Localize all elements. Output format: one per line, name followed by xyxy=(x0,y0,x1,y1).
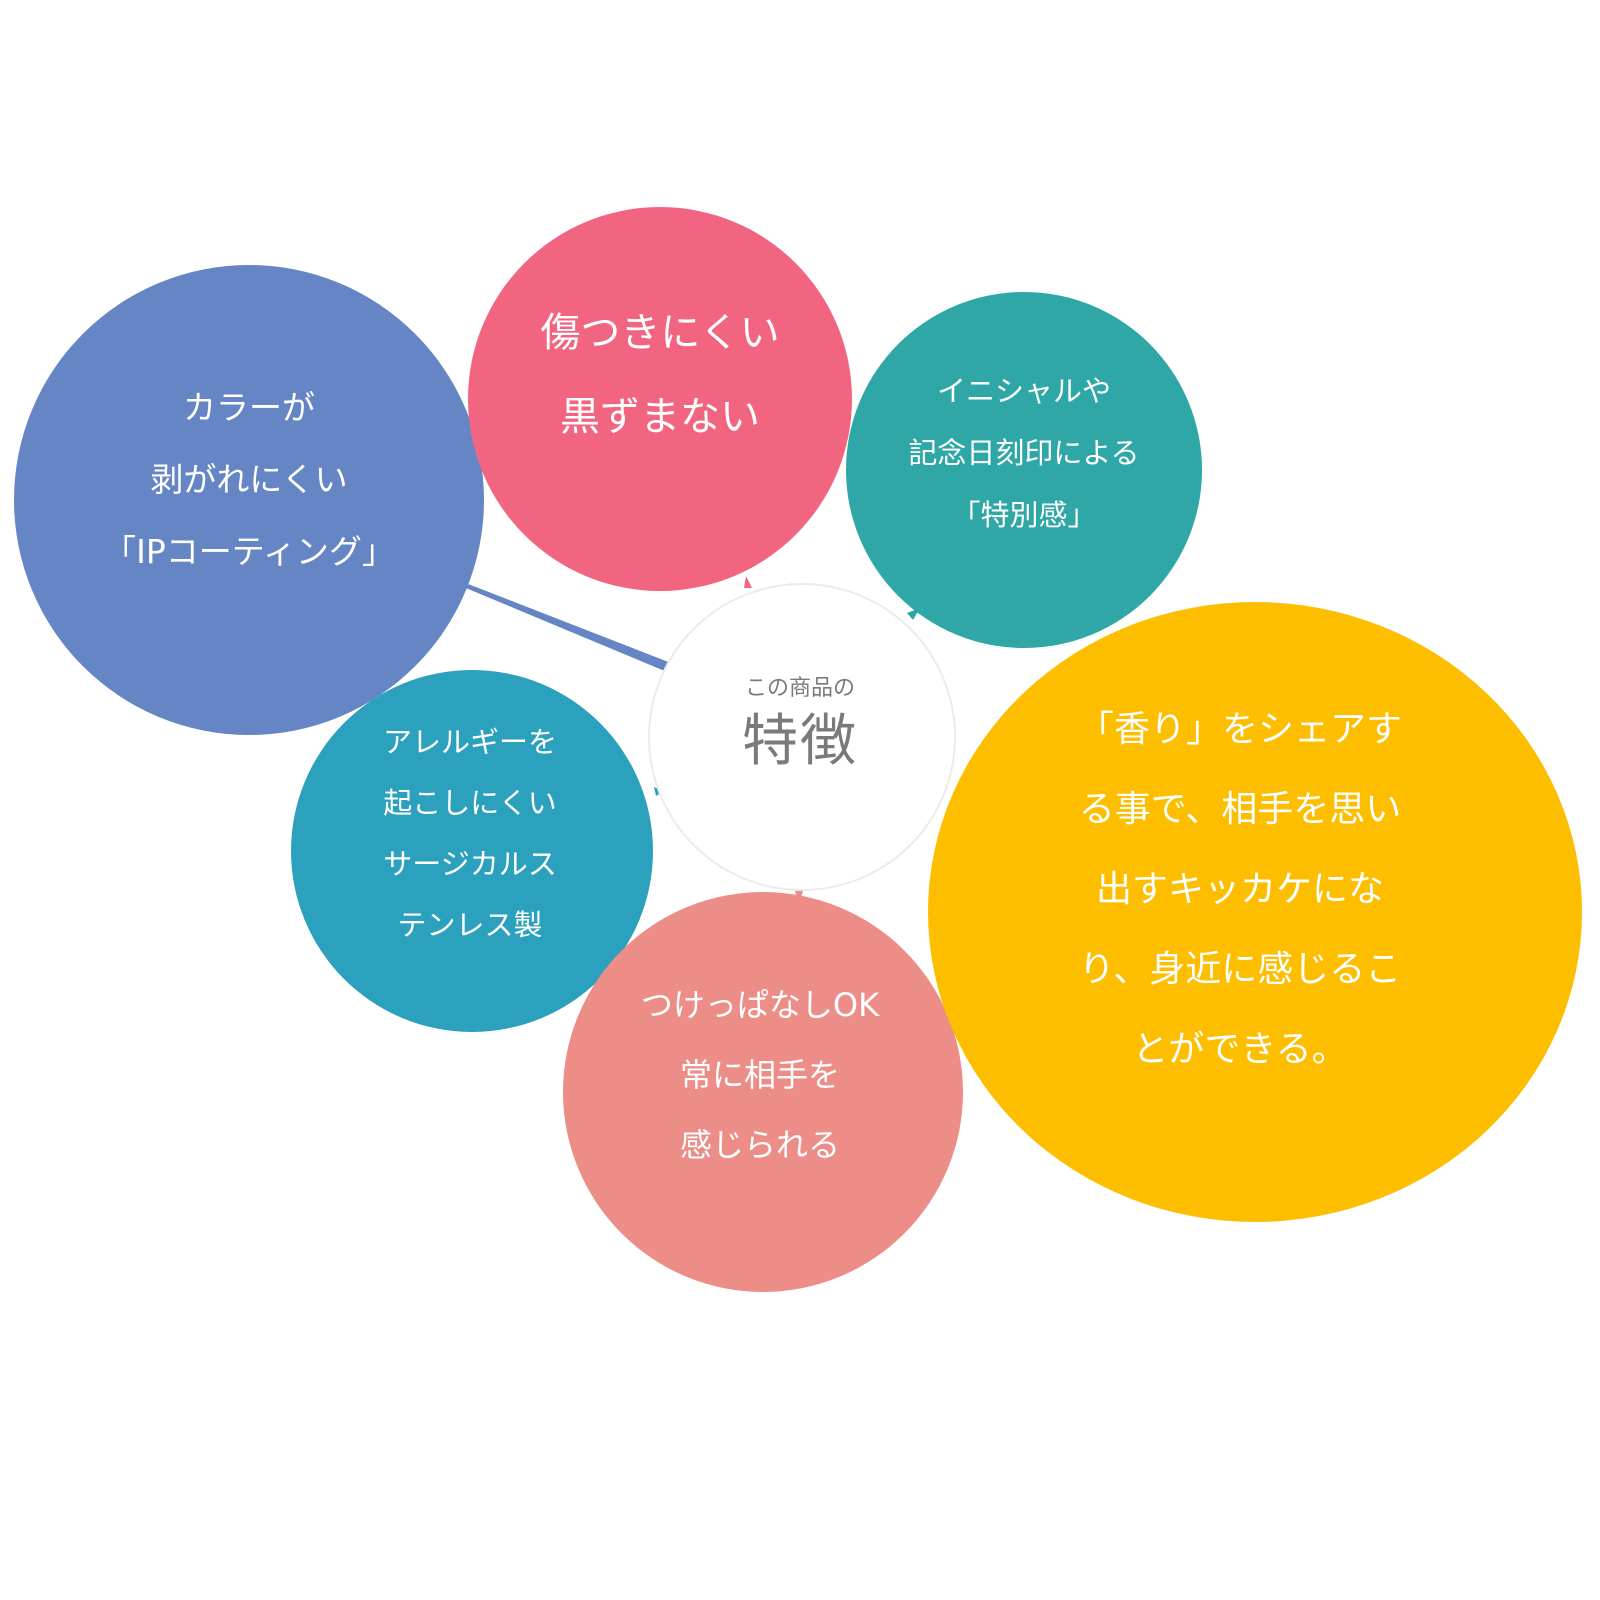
feature-text-teal: イニシャルや 記念日刻印による 「特別感」 xyxy=(908,360,1139,546)
feature-text-blue: カラーが 剥がれにくい 「IPコーティング」 xyxy=(103,372,395,588)
feature-text-line: イニシャルや xyxy=(936,374,1112,408)
feature-text-yellow: 「香り」をシェアす る事で、相手を思い 出すキッカケにな り、身近に感じるこ と… xyxy=(1078,690,1402,1090)
feature-text-line: 「IPコーティング」 xyxy=(103,532,395,571)
feature-text-pink: 傷つきにくい 黒ずまない xyxy=(540,291,779,459)
feature-text-line: 起こしにくい xyxy=(383,786,557,820)
feature-text-line: り、身近に感じるこ xyxy=(1078,949,1402,990)
feature-circle-salmon xyxy=(563,892,963,1292)
feature-text-line: 常に相手を xyxy=(679,1056,840,1094)
connector-pink xyxy=(744,576,752,588)
center-subtitle: この商品の xyxy=(744,676,855,701)
feature-text-line: 「香り」をシェアす xyxy=(1077,709,1403,750)
connector-blue xyxy=(461,582,671,672)
feature-text-line: 感じられる xyxy=(679,1126,840,1164)
feature-circle-blue xyxy=(14,265,484,735)
feature-text-line: 黒ずまない xyxy=(559,394,760,440)
feature-text-line: テンレス製 xyxy=(397,908,543,942)
center-circle xyxy=(648,583,956,891)
feature-circle-yellow xyxy=(928,602,1582,1222)
feature-text-line: 傷つきにくい xyxy=(540,310,780,356)
feature-text-line: る事で、相手を思い xyxy=(1078,789,1402,830)
center-title: 特徴 xyxy=(742,709,858,774)
feature-text-line: とができる。 xyxy=(1132,1029,1348,1070)
feature-text-line: つけっぱなしOK xyxy=(640,986,880,1024)
feature-text-line: 記念日刻印による xyxy=(908,436,1140,470)
feature-text-line: カラーが xyxy=(183,388,315,427)
feature-text-line: アレルギーを xyxy=(382,725,558,759)
feature-text-line: サージカルス xyxy=(383,847,557,881)
feature-text-line: 出すキッカケにな xyxy=(1095,869,1385,910)
feature-circle-teal xyxy=(846,292,1202,648)
feature-text-salmon: つけっぱなしOK 常に相手を 感じられる xyxy=(641,970,879,1180)
feature-text-cyan: アレルギーを 起こしにくい サージカルス テンレス製 xyxy=(383,712,557,956)
feature-text-line: 剥がれにくい xyxy=(150,460,348,499)
feature-circle-cyan xyxy=(291,670,653,1032)
feature-circle-pink xyxy=(468,207,852,591)
feature-text-line: 「特別感」 xyxy=(951,498,1097,532)
center-label: この商品の 特徴 xyxy=(742,674,858,780)
